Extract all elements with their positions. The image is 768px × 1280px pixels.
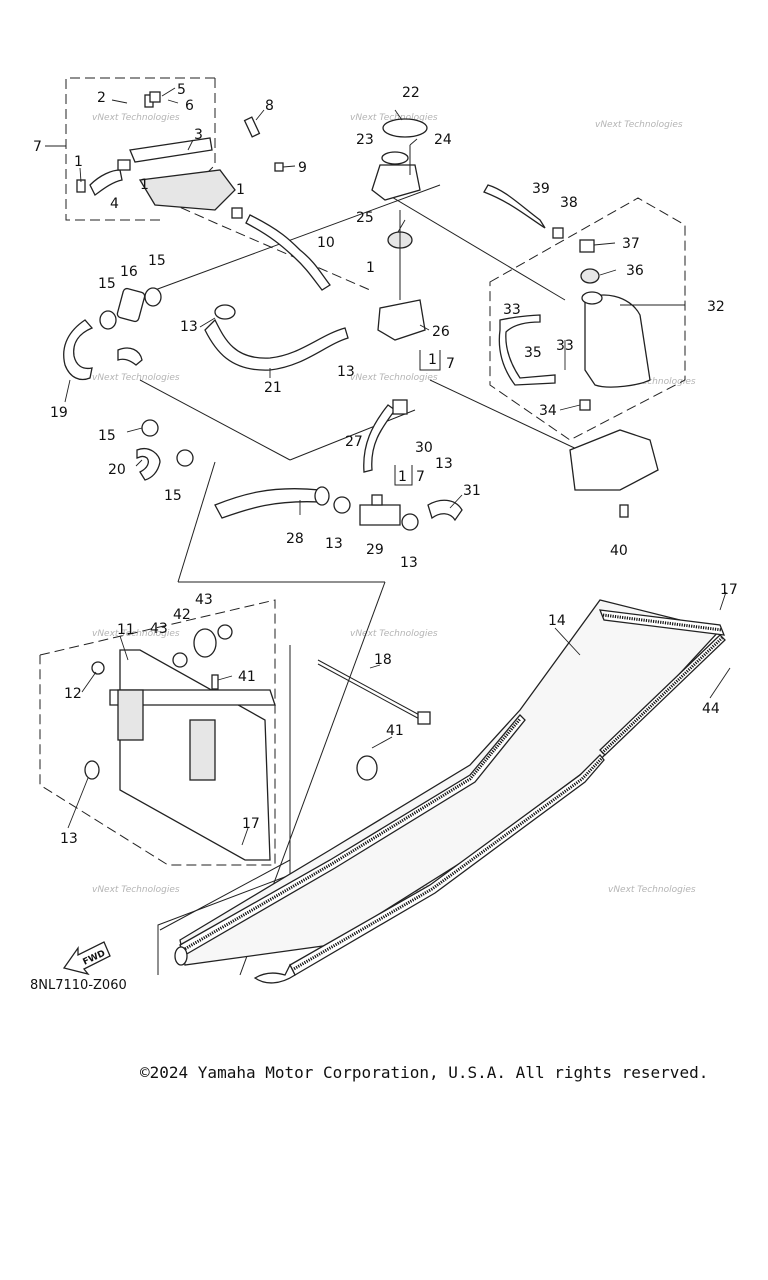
callout-41: 41: [238, 669, 256, 685]
callout-15: 15: [98, 428, 116, 444]
callout-38: 38: [560, 195, 578, 211]
callout-8: 8: [265, 98, 274, 114]
callout-39: 39: [532, 181, 550, 197]
callout-10: 10: [317, 235, 335, 251]
callout-37: 37: [622, 236, 640, 252]
callout-13: 13: [325, 536, 343, 552]
callout-16: 16: [120, 264, 138, 280]
diagram-code: 8NL7110-Z060: [30, 978, 127, 993]
callout-1: 1: [236, 182, 245, 198]
callout-12: 12: [64, 686, 82, 702]
watermark: vNext Technologies: [92, 629, 180, 639]
callout-40: 40: [610, 543, 628, 559]
thermostat-cover-group: [76, 91, 284, 219]
hose-19-20: [63, 287, 194, 481]
watermark: vNext Technologies: [608, 377, 696, 387]
copyright-notice: ©2024 Yamaha Motor Corporation, U.S.A. A…: [140, 1063, 709, 1082]
callout-30: 30: [415, 440, 433, 456]
routing-lines: [139, 184, 601, 976]
callout-1: 1: [428, 352, 437, 368]
leader-lines: [45, 87, 731, 846]
callout-44: 44: [702, 701, 720, 717]
callout-25: 25: [356, 210, 374, 226]
callout-28: 28: [286, 531, 304, 547]
watermark: vNext Technologies: [350, 373, 438, 383]
callout-13: 13: [180, 319, 198, 335]
callout-13: 13: [60, 831, 78, 847]
callout-20: 20: [108, 462, 126, 478]
thermostat-housing: [371, 118, 428, 341]
callout-36: 36: [626, 263, 644, 279]
callout-2: 2: [97, 90, 106, 106]
watermark: vNext Technologies: [595, 120, 683, 130]
callout-35: 35: [524, 345, 542, 361]
bolt-18: [157, 645, 431, 975]
callout-24: 24: [434, 132, 452, 148]
watermark: vNext Technologies: [350, 113, 438, 123]
callout-7: 7: [446, 356, 455, 372]
callout-23: 23: [356, 132, 374, 148]
callout-3: 3: [194, 127, 203, 143]
callout-17: 17: [720, 582, 738, 598]
hose-10: [245, 214, 331, 291]
callout-26: 26: [432, 324, 450, 340]
callout-1: 1: [140, 177, 149, 193]
watermark: vNext Technologies: [92, 373, 180, 383]
callout-32: 32: [707, 299, 725, 315]
callout-43: 43: [195, 592, 213, 608]
watermark: vNext Technologies: [608, 885, 696, 895]
callout-22: 22: [402, 85, 420, 101]
watermark: vNext Technologies: [350, 629, 438, 639]
callout-43: 43: [150, 621, 168, 637]
callout-labels: 7 1 2 5 6 3 1 4 8 9 1 10 1 22 23 24 25 2…: [33, 82, 738, 847]
callout-15: 15: [148, 253, 166, 269]
callout-21: 21: [264, 380, 282, 396]
callout-14: 14: [548, 613, 566, 629]
callout-33: 33: [556, 338, 574, 354]
watermark: vNext Technologies: [92, 113, 180, 123]
callout-13: 13: [400, 555, 418, 571]
callout-41: 41: [386, 723, 404, 739]
callout-42: 42: [173, 607, 191, 623]
callout-13: 13: [435, 456, 453, 472]
callout-27: 27: [345, 434, 363, 450]
callout-7: 7: [33, 139, 42, 155]
reservoir-tank: [483, 184, 659, 518]
hose-28-29-31: [214, 486, 463, 531]
hose-21: [204, 304, 349, 371]
callout-4: 4: [110, 196, 119, 212]
callout-7: 7: [416, 469, 425, 485]
cooling-channels: [174, 599, 726, 984]
callout-1: 1: [398, 469, 407, 485]
callout-31: 31: [463, 483, 481, 499]
callout-33: 33: [503, 302, 521, 318]
callout-15: 15: [98, 276, 116, 292]
callout-17: 17: [242, 816, 260, 832]
fwd-arrow-icon: FWD: [62, 941, 111, 976]
callout-13: 13: [337, 364, 355, 380]
parts-diagram: vNext Technologies vNext Technologies vN…: [33, 77, 738, 984]
hose-27-30: [363, 399, 408, 473]
callout-9: 9: [298, 160, 307, 176]
callout-15: 15: [164, 488, 182, 504]
callout-6: 6: [185, 98, 194, 114]
callout-11: 11: [117, 622, 135, 638]
callout-5: 5: [177, 82, 186, 98]
callout-1: 1: [366, 260, 375, 276]
heat-exchanger: [39, 599, 276, 866]
watermark: vNext Technologies: [92, 885, 180, 895]
callout-19: 19: [50, 405, 68, 421]
callout-18: 18: [374, 652, 392, 668]
callout-1: 1: [74, 154, 83, 170]
callout-34: 34: [539, 403, 557, 419]
callout-29: 29: [366, 542, 384, 558]
